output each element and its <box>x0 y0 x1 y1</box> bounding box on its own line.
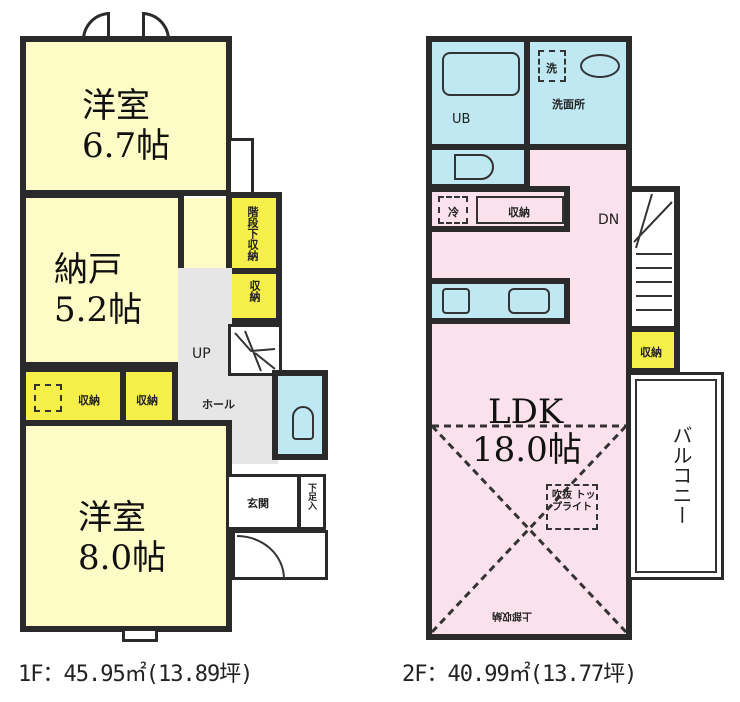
down-label: DN <box>598 212 620 228</box>
floor-plan-1f: 洋室 6.7帖 納戸 5.2帖 階段下収納 収納 UP ホール 収納 収納 洋室… <box>0 0 370 687</box>
shelf-label: 収納 <box>508 206 530 219</box>
unit-bath-label: UB <box>452 112 471 127</box>
storage-small: 収納 <box>226 268 282 324</box>
washer-icon: 洗 <box>538 50 566 82</box>
room-western-6-7: 洋室 6.7帖 <box>20 36 232 196</box>
back-counter: 冷 収納 <box>426 186 570 232</box>
storage-b: 収納 <box>120 366 178 426</box>
stairs-2f <box>626 186 680 332</box>
room-name: 洋室 <box>78 498 146 538</box>
room-name: 洋室 <box>82 86 150 126</box>
balcony: バルコニー <box>628 372 724 580</box>
entrance-label: 玄関 <box>247 497 269 510</box>
toilet-icon <box>454 154 494 180</box>
room-size: 18.0帖 <box>472 430 582 470</box>
washroom-label: 洗面所 <box>552 98 585 111</box>
kitchen-counter <box>426 278 570 324</box>
room-name: 納戸 <box>54 250 122 290</box>
room-size: 8.0帖 <box>78 538 167 578</box>
window <box>122 628 158 642</box>
room-storeroom-5-2: 納戸 5.2帖 <box>20 192 184 368</box>
washroom: 洗 洗面所 <box>524 36 632 150</box>
storage-b-label: 収納 <box>136 394 158 407</box>
bathtub-icon <box>442 52 520 96</box>
shelf-icon: 収納 <box>476 196 564 224</box>
toilet-icon <box>292 406 314 440</box>
room-western-8-0: 洋室 8.0帖 <box>20 420 232 632</box>
fridge-label: 冷 <box>448 206 459 219</box>
floor-plan-2f: UB 洗 洗面所 冷 収納 DN 収納 バルコニー <box>370 0 740 687</box>
entrance-porch <box>232 530 328 580</box>
sink-icon <box>580 54 620 78</box>
entrance: 玄関 <box>226 474 300 530</box>
floor1-area: 1F：45.95㎡(13.89坪) <box>18 662 253 687</box>
room-name: LDK <box>488 392 564 432</box>
entrance-door-icon <box>237 535 285 579</box>
storage-2f-label: 収納 <box>640 346 662 359</box>
hall-label: ホール <box>202 398 235 411</box>
shoe-storage: 下足入 <box>298 474 326 530</box>
floor2-area: 2F：40.99㎡(13.77坪) <box>402 662 637 687</box>
stove-icon <box>442 288 470 314</box>
storage-a: 収納 <box>20 366 126 426</box>
room-size: 6.7帖 <box>82 126 171 166</box>
upper-storage-label: 上部収納 <box>492 610 532 621</box>
void-diagonals <box>430 424 628 634</box>
toilet-1f <box>272 370 328 460</box>
skylight-label: 吹抜 トップライト <box>552 490 596 513</box>
balcony-label: バルコニー <box>669 425 693 525</box>
closet-outline <box>228 138 254 198</box>
storage-a-label: 収納 <box>78 394 100 407</box>
stairs-1f <box>228 324 282 376</box>
stair-storage-label: 階段下収納 <box>246 206 259 261</box>
skylight-box: 吹抜 トップライト <box>546 484 598 530</box>
room-size: 5.2帖 <box>54 290 143 330</box>
fridge-icon: 冷 <box>438 196 468 224</box>
stair-storage: 階段下収納 <box>226 192 282 274</box>
shoe-storage-label: 下足入 <box>306 483 316 510</box>
water-heater-icon <box>34 384 62 412</box>
kitchen-sink-icon <box>508 288 550 314</box>
washer-label: 洗 <box>546 62 557 75</box>
storage-2f: 収納 <box>626 326 680 374</box>
storage-small-label: 収納 <box>248 280 261 302</box>
corridor <box>184 198 228 268</box>
up-label: UP <box>192 346 211 362</box>
